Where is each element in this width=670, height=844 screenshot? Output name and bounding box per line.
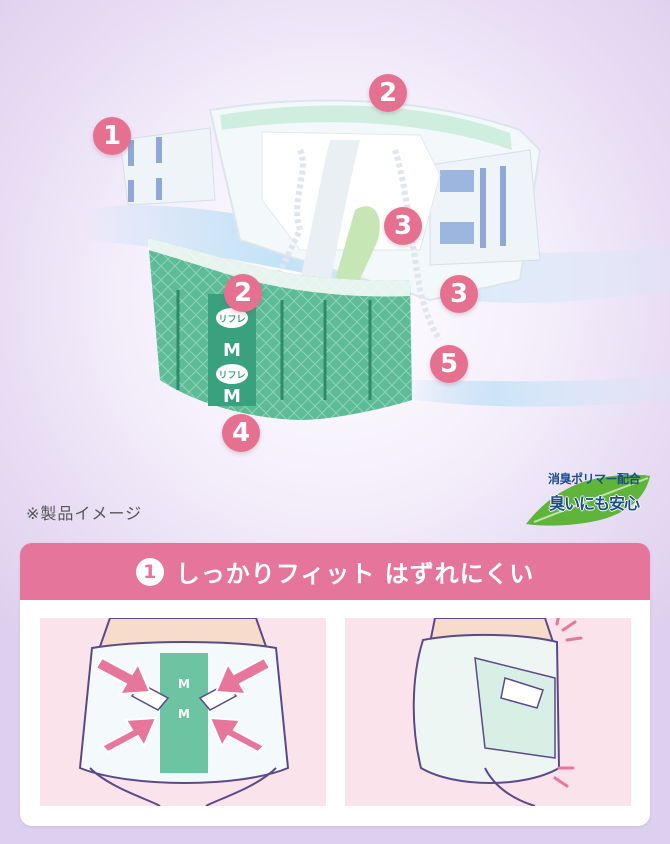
image-note: ※製品イメージ (26, 504, 143, 523)
fit-sparkle-marks (553, 618, 583, 788)
leg-side (484, 767, 536, 806)
leg-gather-left (267, 148, 306, 292)
badge-line-2: 臭いにも安心 (548, 494, 640, 513)
fit-guide-lines (176, 290, 372, 400)
feature-title: しっかりフィット はずれにくい (175, 560, 535, 588)
front-view-illustration: M M (40, 618, 326, 806)
marker-3-outer: 3 (440, 275, 478, 313)
marker-1: 1 (93, 117, 131, 155)
front-view-size-bottom: M (178, 707, 190, 721)
deodorize-badge: 消臭ポリマー配合 臭いにも安心 (520, 466, 652, 528)
diaper-side-tab-left (119, 127, 216, 206)
feature-number: 1 (135, 557, 164, 586)
badge-leaf-shape (526, 474, 650, 526)
badge-line-1: 消臭ポリマー配合 (547, 472, 641, 486)
front-label-strip (160, 653, 208, 773)
tighten-arrows (94, 656, 272, 754)
product-illustration: リフレ M リフレ M (80, 99, 670, 420)
marker-2-front: 2 (224, 274, 262, 312)
marker-3-inner: 3 (384, 207, 422, 245)
brand-mark-top: リフレ (218, 314, 245, 325)
side-view-illustration (345, 618, 631, 806)
size-label-top: M (223, 340, 241, 361)
absorbent-green-strip (334, 206, 380, 295)
marker-4: 4 (222, 414, 260, 452)
brand-mark-bottom: リフレ (218, 370, 245, 381)
size-label-bottom: M (223, 386, 241, 407)
feature-header: 1 しっかりフィット はずれにくい (20, 543, 650, 600)
front-view-size-top: M (178, 677, 190, 691)
leg-gather-right (392, 149, 443, 342)
side-tape (500, 677, 544, 709)
marker-5: 5 (430, 345, 468, 383)
legs (89, 767, 277, 806)
marker-2-back: 2 (369, 74, 407, 112)
feature-panel: 1 しっかりフィット はずれにくい M M (20, 543, 650, 826)
airflow-swoosh-lower (400, 375, 670, 407)
